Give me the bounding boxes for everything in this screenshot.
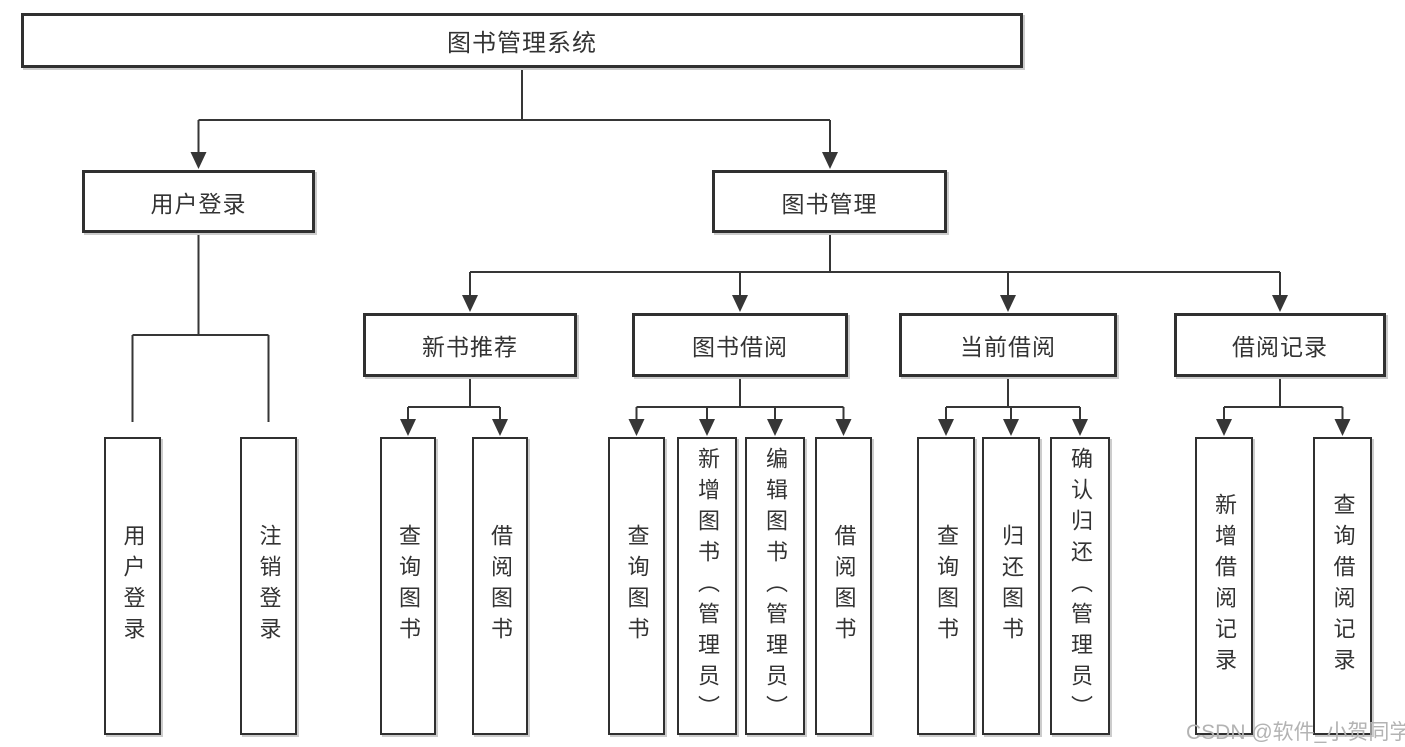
leaf-query-borrow-record: 查询借阅记录 — [1313, 437, 1372, 735]
leaf-query-books-borrowing-label: 查询图书 — [624, 524, 650, 648]
node-borrowing-records-label: 借阅记录 — [1232, 334, 1328, 360]
leaf-add-borrow-record: 新增借阅记录 — [1195, 437, 1253, 735]
leaf-user-login-label: 用户登录 — [120, 524, 146, 648]
leaf-query-books-recommend: 查询图书 — [380, 437, 436, 735]
node-book-management: 图书管理 — [712, 170, 947, 233]
node-current-borrowing-label: 当前借阅 — [960, 334, 1056, 360]
leaf-confirm-return-admin-label: 确认归还（管理员） — [1068, 446, 1093, 726]
node-borrowing-records: 借阅记录 — [1174, 313, 1386, 377]
leaf-query-books-current-label: 查询图书 — [934, 524, 959, 648]
leaf-borrow-books-borrowing: 借阅图书 — [815, 437, 872, 735]
leaf-add-borrow-record-label: 新增借阅记录 — [1212, 493, 1237, 679]
leaf-edit-book-admin: 编辑图书（管理员） — [745, 437, 805, 735]
leaf-edit-book-admin-label: 编辑图书（管理员） — [763, 446, 788, 726]
node-new-book-recommend-label: 新书推荐 — [422, 334, 518, 360]
leaf-add-book-admin-label: 新增图书（管理员） — [695, 446, 720, 726]
leaf-query-borrow-record-label: 查询借阅记录 — [1330, 493, 1356, 679]
leaf-user-login: 用户登录 — [104, 437, 161, 735]
leaf-logout-label: 注销登录 — [256, 524, 282, 648]
leaf-borrow-books-recommend: 借阅图书 — [472, 437, 528, 735]
node-book-management-label: 图书管理 — [781, 190, 878, 217]
leaf-query-books-current: 查询图书 — [917, 437, 975, 735]
node-user-login: 用户登录 — [82, 170, 315, 233]
leaf-borrow-books-recommend-label: 借阅图书 — [488, 524, 513, 648]
leaf-borrow-books-borrowing-label: 借阅图书 — [831, 524, 857, 648]
leaf-confirm-return-admin: 确认归还（管理员） — [1050, 437, 1110, 735]
node-book-borrowing-label: 图书借阅 — [692, 334, 788, 360]
node-user-login-label: 用户登录 — [150, 190, 247, 217]
watermark: CSDN @软件_小贺同学 — [1186, 721, 1405, 744]
node-book-borrowing: 图书借阅 — [632, 313, 848, 377]
leaf-logout: 注销登录 — [240, 437, 297, 735]
node-current-borrowing: 当前借阅 — [899, 313, 1117, 377]
leaf-query-books-recommend-label: 查询图书 — [396, 524, 421, 648]
leaf-return-book: 归还图书 — [982, 437, 1040, 735]
node-root: 图书管理系统 — [21, 13, 1023, 68]
leaf-query-books-borrowing: 查询图书 — [608, 437, 665, 735]
leaf-return-book-label: 归还图书 — [999, 524, 1024, 648]
leaf-add-book-admin: 新增图书（管理员） — [677, 437, 737, 735]
node-root-label: 图书管理系统 — [447, 30, 597, 57]
node-new-book-recommend: 新书推荐 — [363, 313, 577, 377]
